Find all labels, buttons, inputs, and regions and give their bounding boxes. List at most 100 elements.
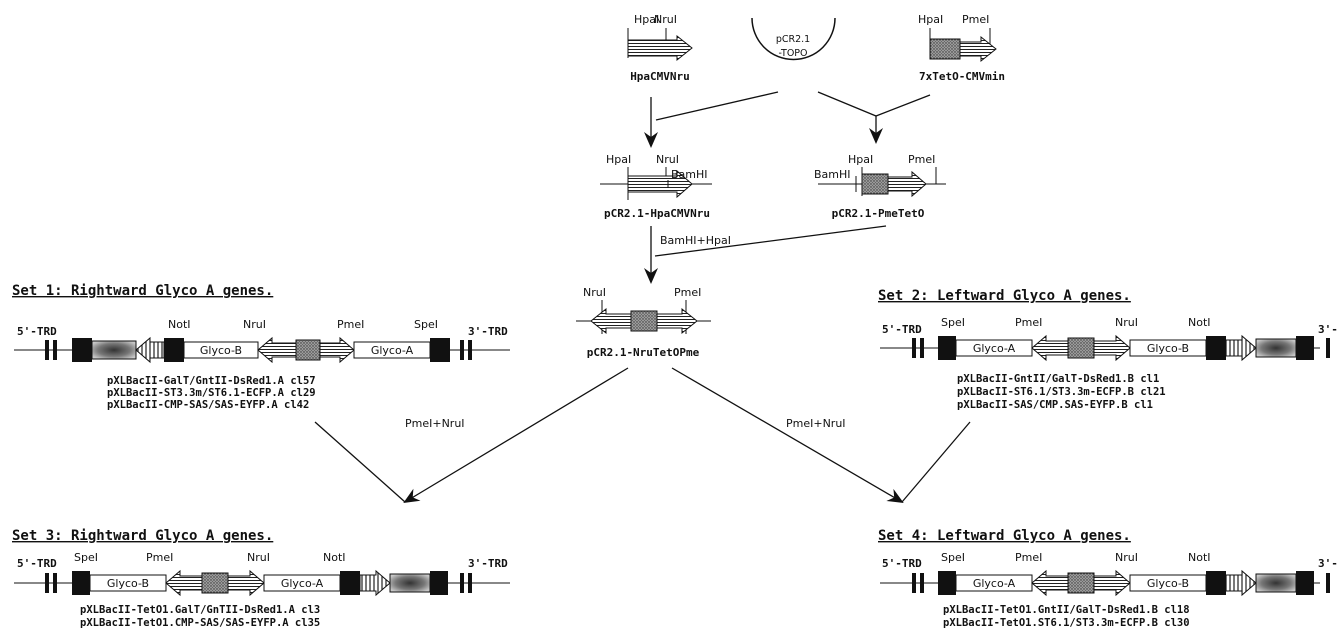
cmv-promoter-arrow-left [165,569,203,597]
pcr21-nrutetopme-label: pCR2.1-NruTetOPme [587,346,700,359]
set4-site-noti: NotI [1188,551,1211,564]
set2-clone-3: pXLBacII-SAS/CMP.SAS-EYFP.B cl1 [957,399,1153,411]
cmv-promoter-arrow [627,169,693,199]
terminator-block [938,571,956,595]
set1-to-set3-line [314,421,406,503]
cmvmin-arrow [959,35,997,63]
tet-operator-fragment: HpaI PmeI 7xTetO-CMVmin [918,13,1005,83]
terminator-block [1206,336,1226,360]
set3-clone-1: pXLBacII-TetO1.GalT/GnTII-DsRed1.A cl3 [80,604,320,616]
pmeteto-join-line [654,225,887,257]
nrui-site-label: NruI [583,286,606,299]
set1-5trd-label: 5'-TRD [17,325,57,338]
terminator-block [430,571,448,595]
glyco-a-label: Glyco-A [973,577,1016,590]
set2-construct: Set 2: Leftward Glyco A genes. 5'-TRD 3'… [878,288,1338,411]
terminator-block [72,571,90,595]
hpacmvnru-label: HpaCMVNru [630,70,690,83]
topo-label-line2: -TOPO [778,48,807,59]
fluorescent-protein-gene [1255,338,1297,358]
set3-site-nrui: NruI [247,551,270,564]
set1-site-noti: NotI [168,318,191,331]
tet-operator-box [201,572,229,594]
fluorescent-protein-gene [389,573,431,593]
set1-clone-2: pXLBacII-ST3.3m/ST6.1-ECFP.A cl29 [107,387,316,399]
cmvmin-arrow-right [319,336,355,364]
set3-3trd-label: 3'-TRD [468,557,508,570]
pcr21-topo-plasmid: pCR2.1 -TOPO [751,17,836,61]
tet-line-join [875,94,931,117]
hpai-site-label: HpaI [848,153,873,166]
set2-3trd-label: 3'- [1318,323,1338,336]
cmv-promoter-arrow-left [590,307,632,335]
glyco-a-label: Glyco-A [281,577,324,590]
cmv-promoter-arrow-left [257,336,297,364]
set4-clone-2: pXLBacII-TetO1.ST6.1/ST3.3m-ECFP.B cl30 [943,617,1190,629]
set4-digest-label: PmeI+NruI [786,417,846,430]
plasmid-circle [751,17,836,61]
glyco-b-label: Glyco-B [200,344,242,357]
set2-5trd-label: 5'-TRD [882,323,922,336]
ires-arrow [135,336,165,364]
nrui-site-label: NruI [656,153,679,166]
set2-title: Set 2: Leftward Glyco A genes. [878,288,1131,304]
cmvmin-arrow-right [656,307,698,335]
set1-title: Set 1: Rightward Glyco A genes. [12,283,273,299]
glyco-b-label: Glyco-B [1147,577,1189,590]
cmv-promoter-arrow-left [1031,569,1069,597]
tet-operator-box [295,339,321,361]
set2-site-noti: NotI [1188,316,1211,329]
hpacmvnru-fragment: HpaI NruI HpaCMVNru [627,13,693,83]
topo-line-right [817,91,877,117]
cmvmin-arrow-right [1093,334,1131,362]
hpai-site-label: HpaI [606,153,631,166]
set3-construct: Set 3: Rightward Glyco A genes. 5'-TRD 3… [12,528,510,629]
hpai-site-label: HpaI [918,13,943,26]
set3-digest-label: PmeI+NruI [405,417,465,430]
set3-site-pmei: PmeI [146,551,173,564]
terminator-block [938,336,956,360]
tet-operator-box [1067,337,1095,359]
terminator-block [430,338,450,362]
pmei-site-label: PmeI [908,153,935,166]
set1-3trd-label: 3'-TRD [468,325,508,338]
bamhi-site-label: BamHI [814,168,851,181]
set2-clone-1: pXLBacII-GntII/GalT-DsRed1.B cl1 [957,373,1159,385]
nrui-site-label: NruI [654,13,677,26]
tet-operator-box [630,310,658,332]
ires-arrow [359,569,391,597]
glyco-b-label: Glyco-B [107,577,149,590]
glyco-a-label: Glyco-A [371,344,414,357]
topo-label-line1: pCR2.1 [776,34,810,45]
set1-clone-3: pXLBacII-CMP-SAS/SAS-EYFP.A cl42 [107,399,309,411]
set1-site-pmei: PmeI [337,318,364,331]
set3-site-noti: NotI [323,551,346,564]
cmvmin-arrow-right [227,569,265,597]
7xteto-label: 7xTetO-CMVmin [919,70,1005,83]
set3-clone-2: pXLBacII-TetO1.CMP-SAS/SAS-EYFP.A cl35 [80,617,320,629]
pcr21-hpacmvnru-construct: HpaI NruI BamHI pCR2.1-HpaCMVNru [600,153,712,220]
tet-operator-box [929,38,961,60]
set2-to-set4-line [901,421,971,503]
set4-site-spei: SpeI [941,551,965,564]
arrow-to-set4 [671,367,904,504]
bamhi-hpai-digest-label: BamHI+HpaI [660,234,731,247]
set4-site-nrui: NruI [1115,551,1138,564]
pcr21-nrutetopme-construct: NruI PmeI pCR2.1-NruTetOPme [576,286,711,359]
ires-arrow [1225,334,1257,362]
tet-operator-box [861,173,889,195]
tet-operator-box [1067,572,1095,594]
set2-clone-2: pXLBacII-ST6.1/ST3.3m-ECFP.B cl21 [957,386,1166,398]
pcr21-hpacmvnru-label: pCR2.1-HpaCMVNru [604,207,710,220]
set4-clone-1: pXLBacII-TetO1.GntII/GalT-DsRed1.B cl18 [943,604,1190,616]
ires-arrow [1225,569,1257,597]
set4-construct: Set 4: Leftward Glyco A genes. 5'-TRD 3'… [878,528,1338,629]
set1-clone-1: pXLBacII-GalT/GntII-DsRed1.A cl57 [107,375,316,387]
hpai-site-label: HpaI [634,13,659,26]
cmvmin-arrow [887,170,927,198]
topo-line-left [655,91,779,121]
glyco-a-label: Glyco-A [973,342,1016,355]
terminator-block [1206,571,1226,595]
set2-site-nrui: NruI [1115,316,1138,329]
